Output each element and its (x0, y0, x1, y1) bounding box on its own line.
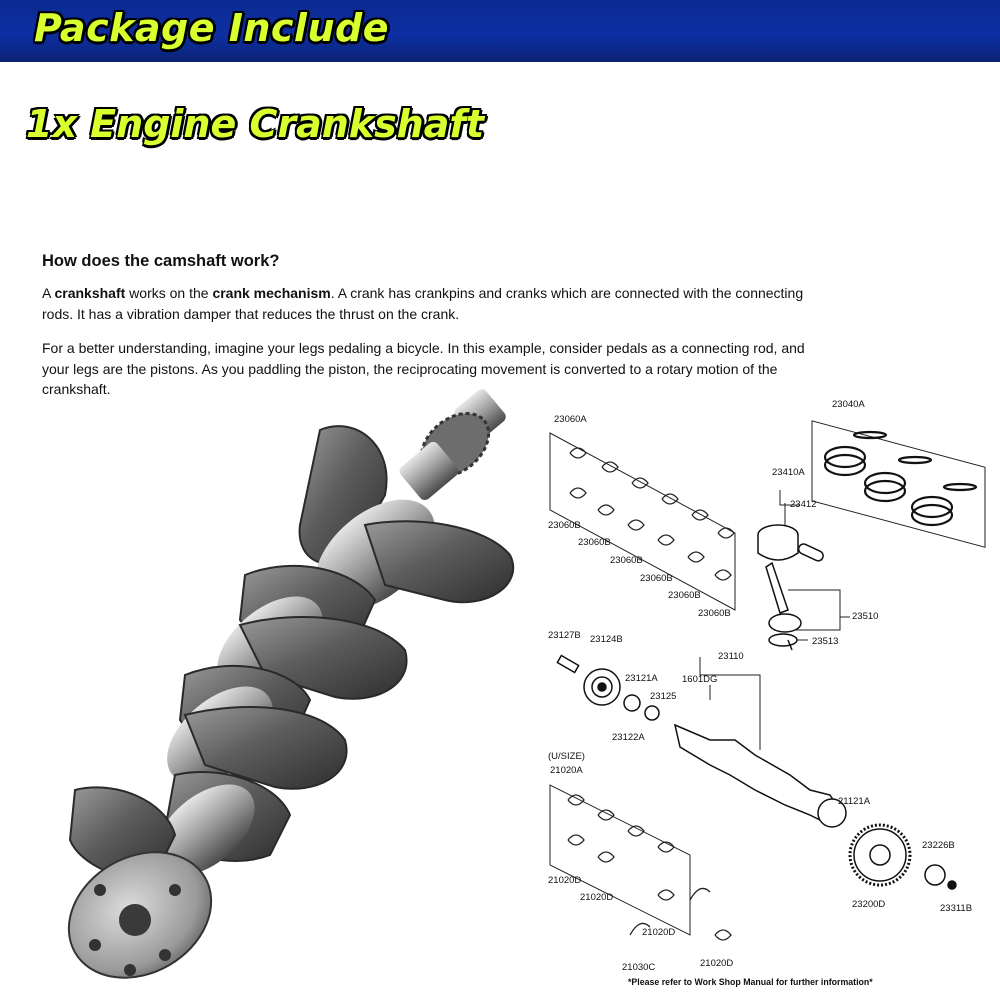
label-23121A: 23121A (625, 673, 658, 684)
p1-bold-crank-mechanism: crank mechanism (212, 285, 331, 301)
label-23110: 23110 (718, 651, 744, 662)
label-23060B-6: 23060B (698, 608, 731, 619)
label-23060B-2: 23060B (578, 537, 611, 548)
header-banner: Package Include (0, 0, 1000, 62)
label-23226B: 23226B (922, 840, 955, 851)
label-23200D: 23200D (852, 899, 885, 910)
label-21020D-4: 21020D (700, 958, 733, 969)
label-21020A: 21020A (550, 765, 583, 776)
article-section: How does the camshaft work? A crankshaft… (42, 252, 822, 414)
label-23311B: 23311B (940, 903, 972, 914)
label-21121A: 21121A (838, 796, 871, 807)
package-item-title: 1x Engine Crankshaft (26, 102, 485, 146)
rod-bearing-shells (567, 794, 732, 941)
label-23125: 23125 (650, 691, 676, 702)
p1-text-a: A (42, 285, 55, 301)
label-21020D-1: 21020D (548, 875, 581, 886)
label-23060B-3: 23060B (610, 555, 643, 566)
label-21020D-3: 21020D (642, 927, 675, 938)
label-21030C: 21030C (622, 962, 655, 973)
exploded-parts-diagram: 23060A 23040A 23410A 23412 23060B 23060B… (548, 399, 986, 987)
flywheel-ring-gear (848, 823, 912, 887)
main-bearing-shells (569, 447, 735, 581)
article-paragraph-1: A crankshaft works on the crank mechanis… (42, 283, 822, 324)
crank-webs (68, 425, 515, 879)
p1-text-e: . A crank has crankpins and cranks which… (42, 285, 804, 322)
piston-rings (823, 430, 978, 527)
label-23040A: 23040A (832, 399, 865, 410)
label-23060A: 23060A (554, 414, 587, 425)
label-23127B: 23127B (548, 630, 581, 641)
snout-gear (399, 389, 506, 501)
label-1601DG: 1601DG (682, 674, 717, 685)
label-23122A: 23122A (612, 732, 645, 743)
label-23060B-4: 23060B (640, 573, 673, 584)
flywheel-flange (67, 851, 213, 979)
label-21020D-2: 21020D (580, 892, 613, 903)
piston-rod-assembly (757, 524, 824, 651)
label-23513: 23513 (812, 636, 838, 647)
pulley-and-crankshaft (556, 654, 957, 890)
p1-text-c: works on the (125, 285, 213, 301)
label-23510: 23510 (852, 611, 878, 622)
label-23060B-5: 23060B (668, 590, 701, 601)
p1-bold-crankshaft: crankshaft (54, 285, 126, 301)
label-23412: 23412 (790, 499, 816, 510)
article-heading: How does the camshaft work? (42, 252, 280, 270)
label-23124B: 23124B (590, 634, 623, 645)
banner-title: Package Include (34, 6, 389, 50)
label-23410A: 23410A (772, 467, 805, 478)
label-23060B-1: 23060B (548, 520, 581, 531)
article-paragraph-2: For a better understanding, imagine your… (42, 340, 805, 397)
crankshaft-photo (67, 389, 515, 979)
label-usize: (U/SIZE) (548, 751, 585, 762)
workshop-manual-note: *Please refer to Work Shop Manual for fu… (628, 977, 873, 987)
